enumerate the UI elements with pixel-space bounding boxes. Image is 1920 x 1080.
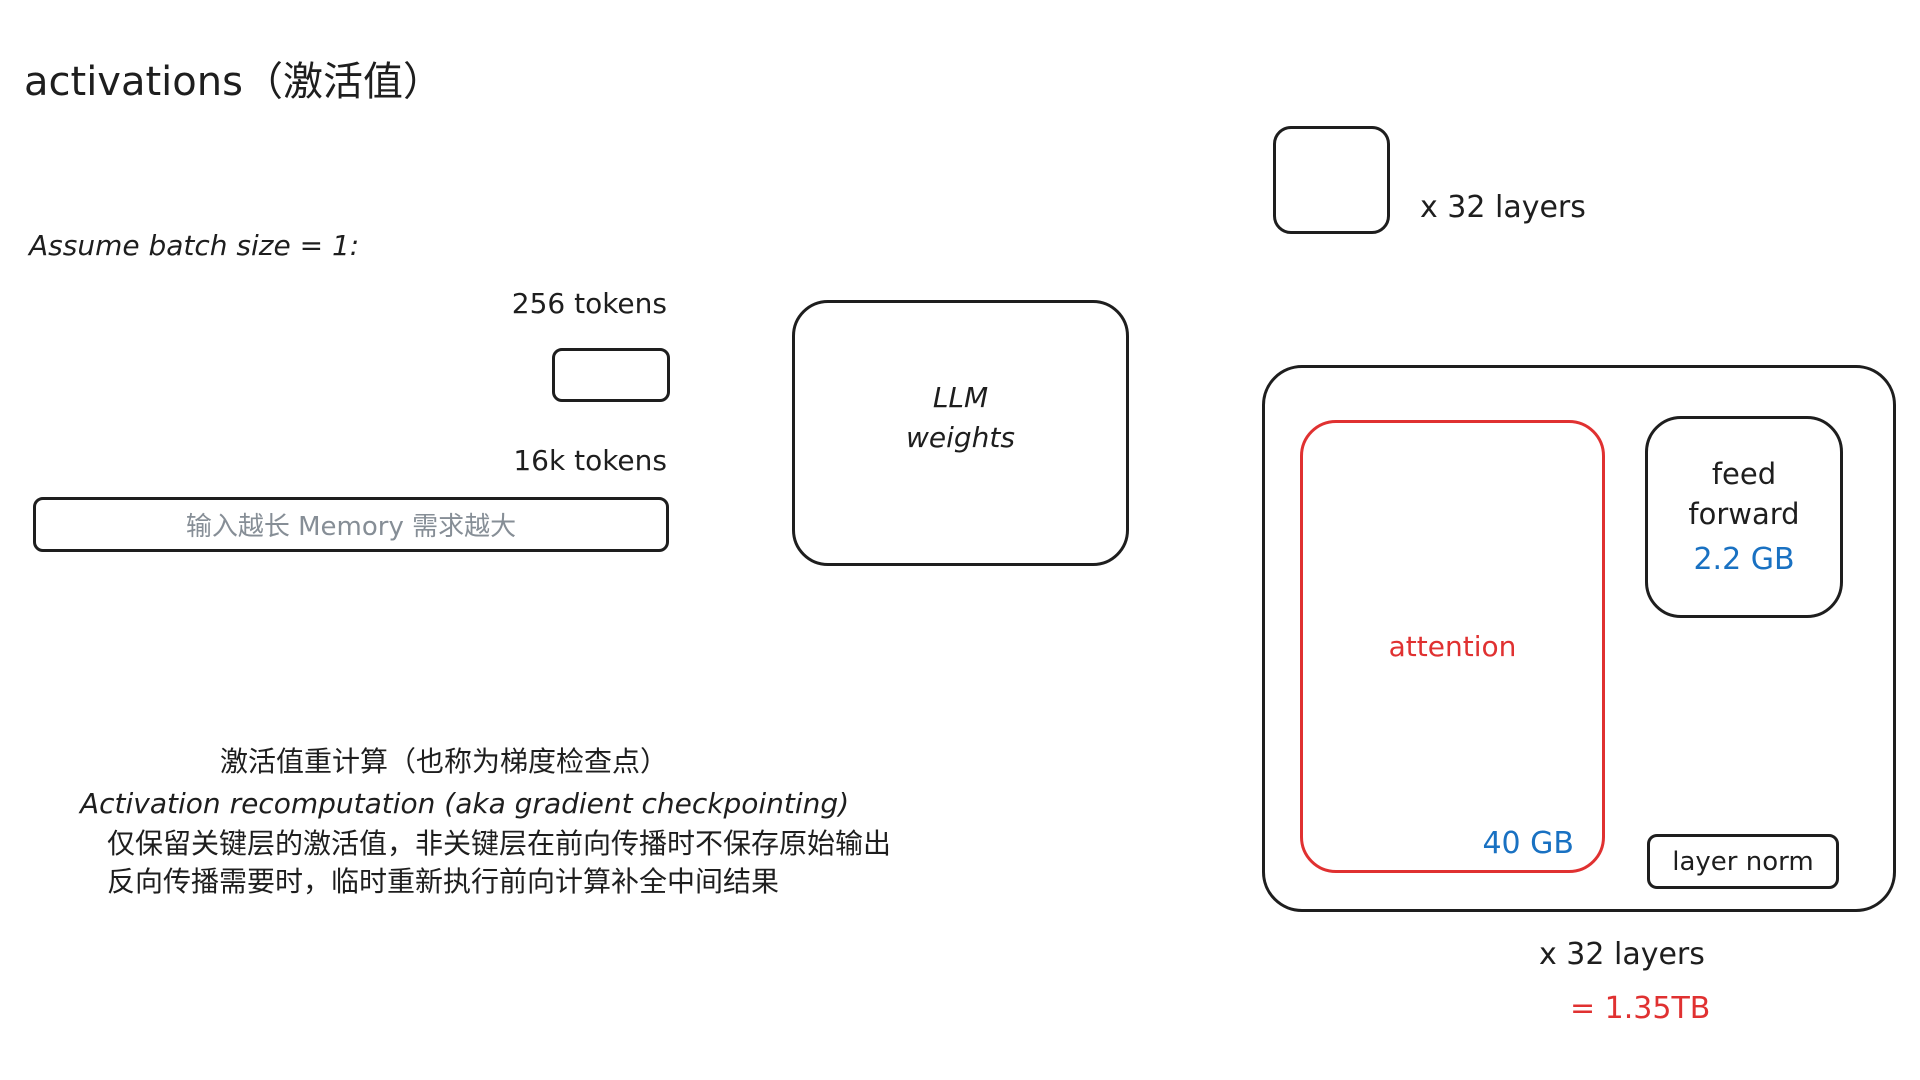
recompute-line-1: 仅保留关键层的激活值，非关键层在前向传播时不保存原始输出 [107, 827, 892, 860]
transformer-layer-box [1262, 365, 1896, 912]
recompute-title-en: Activation recomputation (aka gradient c… [80, 787, 850, 820]
feed-forward-size: 2.2 GB [1693, 542, 1795, 577]
layers-bottom-label: x 32 layers [1539, 937, 1705, 972]
memory-note: 输入越长 Memory 需求越大 [185, 512, 517, 542]
tokens-16k-box: 输入越长 Memory 需求越大 [33, 497, 669, 552]
llm-weights-box: LLM weights [792, 300, 1129, 566]
llm-label: LLM [932, 381, 989, 414]
weights-label: weights [906, 421, 1015, 454]
total-memory: = 1.35TB [1570, 991, 1711, 1026]
batch-size-note: Assume batch size = 1: [29, 229, 360, 262]
recompute-title-cn: 激活值重计算（也称为梯度检查点） [220, 745, 669, 778]
attention-box: attention 40 GB [1300, 420, 1605, 873]
recompute-line-2: 反向传播需要时，临时重新执行前向计算补全中间结果 [107, 865, 780, 898]
attention-size: 40 GB [1482, 826, 1574, 861]
page-title: activations（激活值） [24, 59, 443, 105]
layer-norm-box: layer norm [1647, 834, 1839, 889]
layers-top-label: x 32 layers [1420, 190, 1586, 225]
feed-forward-box: feed forward 2.2 GB [1645, 416, 1843, 618]
forward-label: forward [1688, 497, 1800, 531]
tokens-256-box [552, 348, 670, 402]
tokens-256-label: 256 tokens [511, 287, 667, 320]
layer-norm-label: layer norm [1672, 846, 1814, 877]
feed-label: feed [1711, 457, 1777, 491]
attention-label: attention [1388, 630, 1517, 663]
layer-icon-box [1273, 126, 1390, 234]
tokens-16k-label: 16k tokens [513, 444, 667, 477]
